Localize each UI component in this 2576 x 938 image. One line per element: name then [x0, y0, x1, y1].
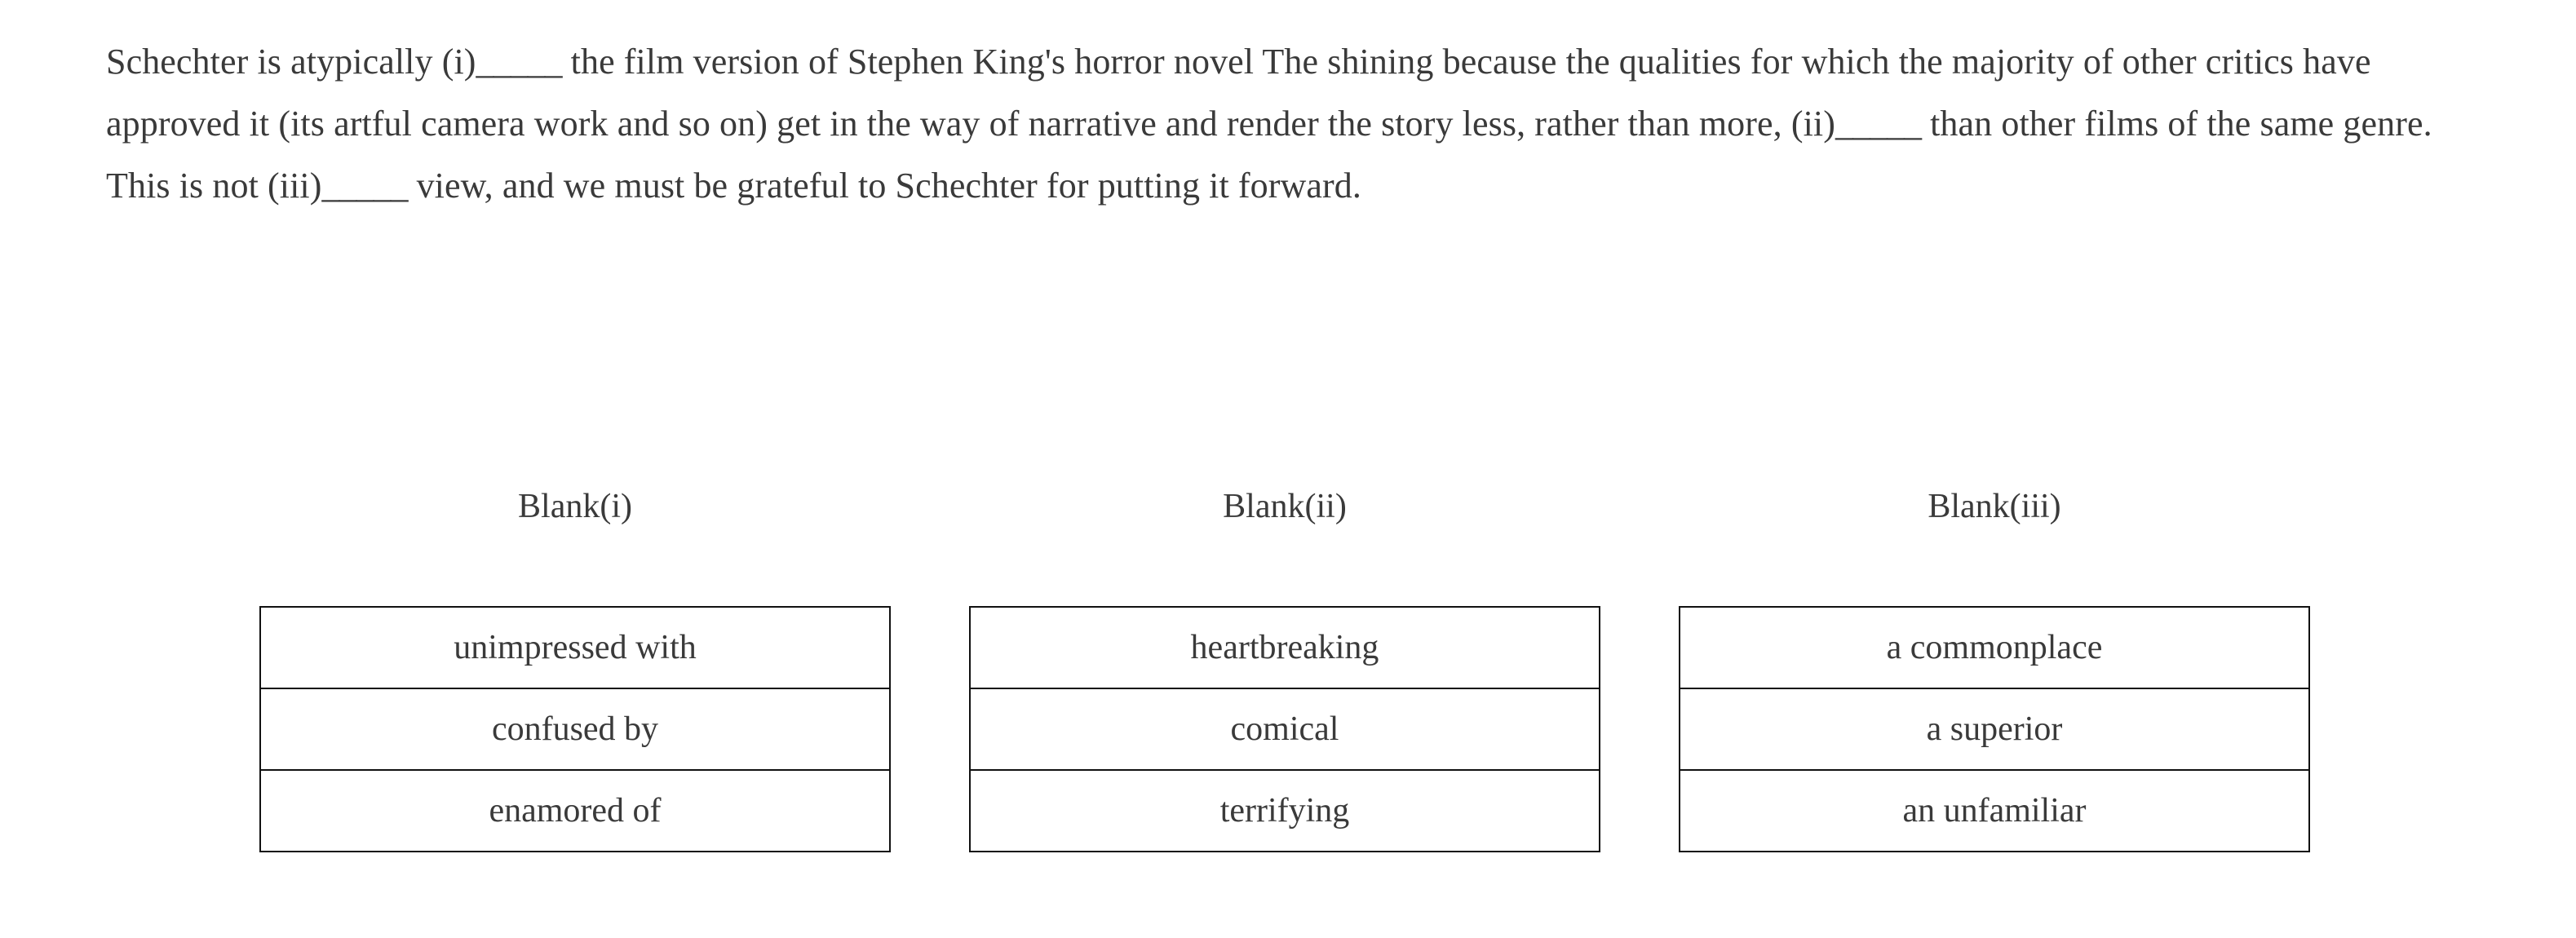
table-row[interactable]: an unfamiliar — [1679, 769, 2310, 852]
choice-table-i: unimpressed with confused by enamored of — [259, 606, 891, 852]
passage-segment: (iii) — [268, 166, 322, 206]
passage-blank: _____ — [1835, 104, 1922, 144]
choice-table-ii: heartbreaking comical terrifying — [969, 606, 1600, 852]
choice-option[interactable]: comical — [969, 688, 1600, 771]
blank-group-ii: Blank(ii) heartbreaking comical terrifyi… — [969, 489, 1600, 852]
choice-table-iii: a commonplace a superior an unfamiliar — [1679, 606, 2310, 852]
passage-segment: (i) — [441, 42, 476, 82]
passage-segment: Schechter is atypically — [106, 42, 442, 82]
table-row[interactable]: confused by — [259, 688, 891, 771]
passage-text: Schechter is atypically (i)_____ the fil… — [106, 31, 2488, 217]
choice-option[interactable]: confused by — [259, 688, 891, 771]
table-row[interactable]: terrifying — [969, 769, 1600, 852]
choice-option[interactable]: enamored of — [259, 769, 891, 852]
passage-blank: _____ — [476, 42, 563, 82]
passage-segment: view, and we must be grateful to Schecht… — [407, 166, 1361, 206]
passage-segment: (ii) — [1790, 104, 1835, 144]
table-row[interactable]: enamored of — [259, 769, 891, 852]
choice-option[interactable]: terrifying — [969, 769, 1600, 852]
blank-header-i: Blank(i) — [518, 488, 632, 525]
blank-group-i: Blank(i) unimpressed with confused by en… — [259, 489, 891, 852]
table-row[interactable]: a commonplace — [1679, 606, 2310, 689]
choice-option[interactable]: unimpressed with — [259, 606, 891, 689]
blank-header-ii: Blank(ii) — [1223, 488, 1347, 525]
passage-segment: the film version of Stephen King's horro… — [106, 42, 2371, 144]
blank-header-iii: Blank(iii) — [1928, 488, 2061, 525]
choice-option[interactable]: a commonplace — [1679, 606, 2310, 689]
table-row[interactable]: unimpressed with — [259, 606, 891, 689]
passage-segment: than other films of the same genre. This… — [106, 104, 2432, 206]
table-row[interactable]: heartbreaking — [969, 606, 1600, 689]
table-row[interactable]: a superior — [1679, 688, 2310, 771]
choice-option[interactable]: heartbreaking — [969, 606, 1600, 689]
choice-option[interactable]: a superior — [1679, 688, 2310, 771]
table-row[interactable]: comical — [969, 688, 1600, 771]
choice-option[interactable]: an unfamiliar — [1679, 769, 2310, 852]
passage-blank: _____ — [321, 166, 408, 206]
blank-group-iii: Blank(iii) a commonplace a superior an u… — [1679, 489, 2310, 852]
